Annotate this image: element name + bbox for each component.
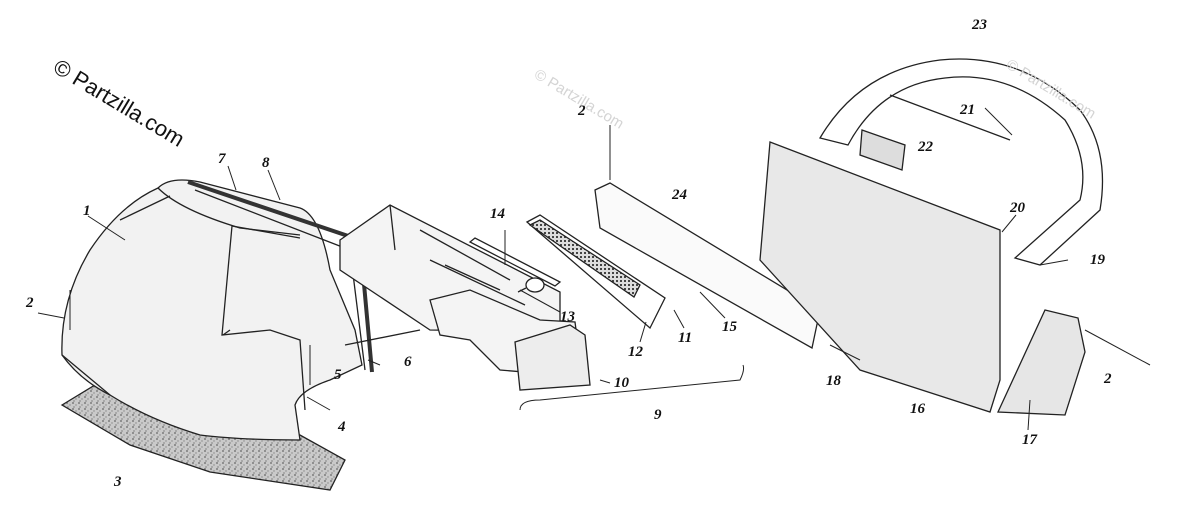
part-16-panel xyxy=(759,141,1001,413)
leader-lines xyxy=(37,107,1151,431)
callout-9: 9 xyxy=(654,407,662,423)
callout-10: 10 xyxy=(614,375,629,391)
callout-19: 19 xyxy=(1090,252,1105,268)
callout-14: 14 xyxy=(490,206,505,222)
callout-15: 15 xyxy=(722,319,737,335)
callout-16: 16 xyxy=(910,401,925,417)
callout-20: 20 xyxy=(1010,200,1025,216)
callout-2: 2 xyxy=(578,103,586,119)
part-24-strip xyxy=(594,182,821,350)
part-13-bulb xyxy=(517,277,545,293)
callout-4: 4 xyxy=(338,419,346,435)
callout-21: 21 xyxy=(960,102,975,118)
part-17-bracket xyxy=(997,309,1086,416)
part-14-frame xyxy=(468,237,562,287)
part-23-bumper xyxy=(818,58,1104,266)
callout-1: 1 xyxy=(83,203,91,219)
callout-2: 2 xyxy=(1104,371,1112,387)
callout-8: 8 xyxy=(262,155,270,171)
callout-11: 11 xyxy=(678,330,693,346)
callout-6: 6 xyxy=(404,354,412,370)
callout-13: 13 xyxy=(560,309,575,325)
callout-23: 23 xyxy=(972,17,987,33)
part-6-rod xyxy=(344,329,421,346)
callout-3: 3 xyxy=(114,474,122,490)
callout-5: 5 xyxy=(334,367,342,383)
part-10-bracket xyxy=(514,324,591,391)
callout-2: 2 xyxy=(26,295,34,311)
callout-12: 12 xyxy=(628,344,643,360)
callout-22: 22 xyxy=(918,139,933,155)
callout-18: 18 xyxy=(826,373,841,389)
part-22-decal xyxy=(859,129,906,171)
callout-17: 17 xyxy=(1022,432,1037,448)
callout-24: 24 xyxy=(672,187,687,203)
callout-7: 7 xyxy=(218,151,226,167)
part-12-grille xyxy=(525,214,666,330)
